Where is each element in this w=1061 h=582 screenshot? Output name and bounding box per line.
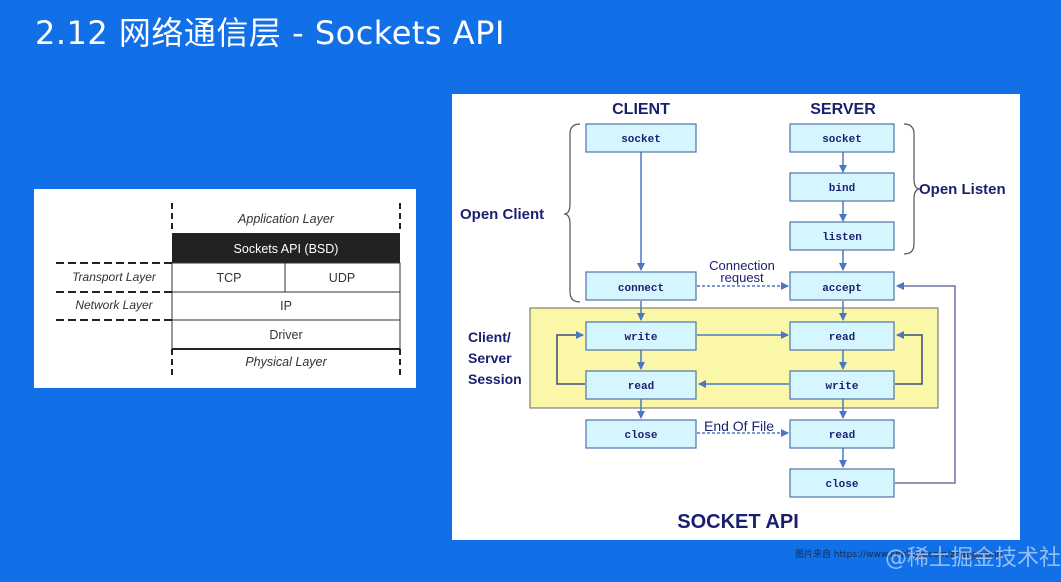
server-accept-box: accept [789, 271, 895, 301]
transport-row [171, 262, 401, 293]
server-close-box: close [789, 468, 895, 498]
server-loop-arrow [895, 331, 923, 385]
client-connect-box: connect [585, 271, 697, 301]
server-write-box: write [789, 370, 895, 400]
open-client-brace [563, 123, 581, 303]
network-layer-label: Network Layer [75, 298, 153, 312]
client-close-box: close [585, 419, 697, 449]
client-loop-arrow [556, 331, 585, 385]
client-header: CLIENT [612, 101, 670, 118]
physical-layer-label: Physical Layer [245, 355, 327, 369]
open-listen-label: Open Listen [919, 181, 1006, 198]
client-socket-box: socket [585, 123, 697, 153]
server-read2-label: read [829, 430, 855, 442]
server-write-label: write [825, 381, 858, 393]
connection-request-line1: Connection [709, 258, 775, 273]
image-source-caption: 图片来自 https://www.cnblogs.com/zhangxiong [795, 550, 1003, 560]
session-label-line1: Client/ [468, 329, 511, 345]
session-label-line3: Session [468, 371, 522, 387]
sockets-api-block [172, 233, 400, 263]
end-of-file-label: End Of File [704, 418, 774, 434]
ip-label: IP [280, 299, 292, 313]
sockets-api-label: Sockets API (BSD) [234, 242, 339, 256]
layer-diagram: Application Layer Sockets API (BSD) TCP … [56, 203, 401, 379]
application-layer-label: Application Layer [237, 212, 335, 226]
session-label-line2: Server [468, 350, 512, 366]
client-socket-label: socket [621, 134, 661, 146]
server-listen-label: listen [822, 232, 862, 244]
slide-title: 2.12 网络通信层 - Sockets API [35, 14, 505, 52]
server-accept-label: accept [822, 283, 862, 295]
layer-diagram-panel: Application Layer Sockets API (BSD) TCP … [34, 189, 416, 388]
socket-api-footer: SOCKET API [677, 511, 799, 533]
juejin-watermark: @稀土掘金技术社区 [885, 546, 1061, 571]
server-bind-label: bind [829, 183, 855, 195]
server-socket-box: socket [789, 123, 895, 153]
driver-label: Driver [269, 328, 302, 342]
client-write-label: write [624, 332, 657, 344]
server-read2-box: read [789, 419, 895, 449]
server-listen-box: listen [789, 221, 895, 251]
driver-row [171, 319, 401, 350]
transport-layer-label: Transport Layer [72, 270, 157, 284]
close-to-accept-arrow [895, 282, 956, 484]
client-write-box: write [585, 321, 697, 351]
server-close-label: close [825, 479, 858, 491]
client-read-box: read [585, 370, 697, 400]
tcp-label: TCP [217, 271, 242, 285]
client-close-label: close [624, 430, 657, 442]
server-read-label: read [829, 332, 855, 344]
socket-flow-panel: CLIENT SERVER socket [452, 94, 1020, 540]
server-header: SERVER [810, 101, 876, 118]
server-bind-box: bind [789, 172, 895, 202]
open-client-label: Open Client [460, 206, 544, 223]
client-connect-label: connect [618, 283, 664, 295]
connection-request-line2: request [720, 270, 764, 285]
udp-label: UDP [329, 271, 355, 285]
client-read-label: read [628, 381, 654, 393]
open-listen-brace [903, 123, 921, 255]
socket-flow-diagram: CLIENT SERVER socket [460, 101, 1006, 533]
server-socket-label: socket [822, 134, 862, 146]
server-read-box: read [789, 321, 895, 351]
